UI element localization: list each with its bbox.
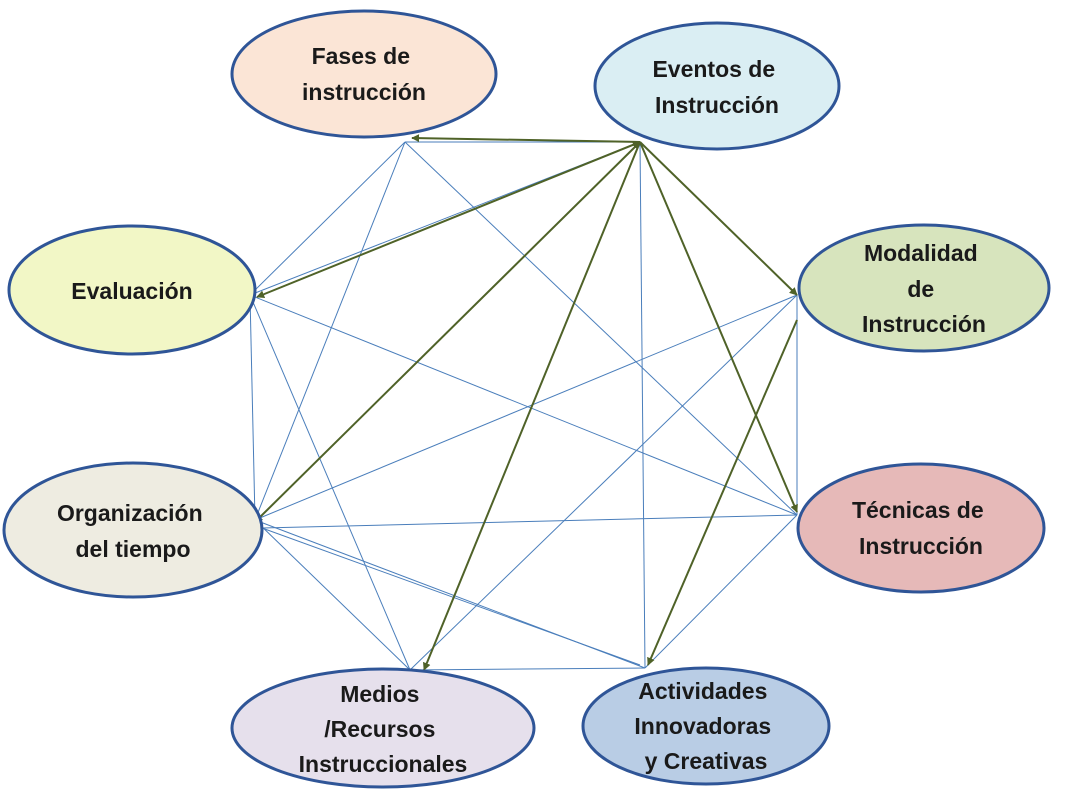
connection-line — [644, 514, 798, 669]
node-label: Modalidad de Instrucción — [862, 240, 986, 337]
node-label-line: Instrucción — [859, 533, 983, 559]
connection-line — [639, 141, 646, 669]
arrow-evaluacion-eventos — [256, 140, 641, 299]
node-organizacion-del-tiempo: Organización del tiempo — [2, 461, 264, 599]
node-label-line: Técnicas de — [852, 497, 984, 523]
arrow-eventos-modalidad — [639, 141, 798, 296]
node-label-line: Evaluación — [71, 278, 192, 304]
node-label-line: Eventos de — [652, 56, 775, 82]
connection-line — [249, 141, 406, 296]
node-label-line: Instrucción — [655, 92, 779, 118]
connection-line — [249, 294, 256, 521]
node-label: Evaluación — [71, 278, 192, 304]
node-label-line: Innovadoras — [634, 713, 771, 739]
node-ellipse — [7, 224, 257, 356]
node-label-line: del tiempo — [75, 536, 190, 562]
node-ellipse — [230, 667, 536, 789]
node-label-line: Fases de — [312, 43, 410, 69]
node-evaluacion: Evaluación — [7, 224, 257, 356]
node-ellipse — [581, 666, 831, 786]
arrow-tecnicas-actividades — [647, 319, 798, 666]
connection-line — [249, 294, 411, 671]
node-label: Fases de instrucción — [302, 43, 426, 105]
node-label-line: Instrucción — [862, 311, 986, 337]
arrow-organizacion-eventos — [254, 141, 641, 523]
node-label: Medios /Recursos Instruccionales — [299, 681, 468, 777]
node-label: Eventos de Instrucción — [652, 56, 781, 118]
node-label-line: Organización — [57, 500, 203, 526]
node-label-line: y Creativas — [645, 748, 768, 774]
node-modalidad-de-instruccion: Modalidad de Instrucción — [797, 223, 1051, 353]
node-ellipse — [230, 9, 498, 139]
arrow-eventos-medios — [423, 141, 641, 671]
node-ellipse — [797, 223, 1051, 353]
node-eventos-de-instruccion: Eventos de Instrucción — [593, 21, 841, 151]
node-label-line: instrucción — [302, 79, 426, 105]
connection-line — [261, 527, 641, 666]
connection-line — [249, 294, 798, 516]
connection-line — [404, 141, 798, 516]
node-label-line: /Recursos — [324, 716, 435, 742]
connection-line — [254, 519, 411, 671]
node-ellipse — [796, 462, 1046, 594]
node-label: Actividades Innovadoras y Creativas — [634, 678, 777, 774]
node-label: Organización del tiempo — [57, 500, 209, 562]
node-label: Técnicas de Instrucción — [852, 497, 990, 559]
node-actividades-innovadoras: Actividades Innovadoras y Creativas — [581, 666, 831, 786]
arrow-eventos-fases — [411, 134, 641, 143]
node-label-line: Modalidad — [864, 240, 978, 266]
connection-line — [254, 141, 406, 521]
connection-line — [409, 294, 798, 671]
directed-arrows — [254, 134, 798, 671]
connection-line — [254, 294, 798, 521]
connection-line — [261, 514, 798, 529]
connection-lines — [249, 141, 798, 671]
node-tecnicas-de-instruccion: Técnicas de Instrucción — [796, 462, 1046, 594]
node-label-line: Medios — [340, 681, 419, 707]
node-label-line: Instruccionales — [299, 751, 468, 777]
node-label-line: Actividades — [638, 678, 767, 704]
node-fases-de-instruccion: Fases de instrucción — [230, 9, 498, 139]
node-ellipse — [593, 21, 841, 151]
node-medios-recursos-instruccionales: Medios /Recursos Instruccionales — [230, 667, 536, 789]
node-ellipse — [2, 461, 264, 599]
arrow-eventos-tecnicas — [639, 141, 798, 513]
connection-line — [409, 667, 646, 671]
node-label-line: de — [907, 276, 934, 302]
